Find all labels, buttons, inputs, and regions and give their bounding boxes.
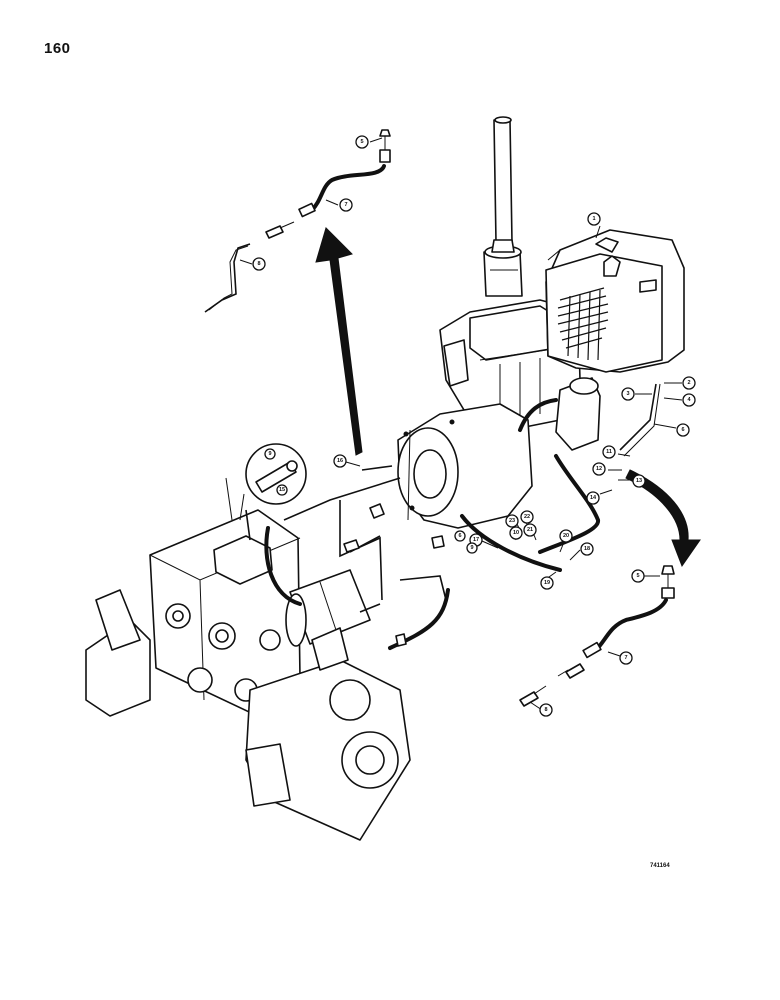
svg-text:11: 11 — [606, 449, 612, 455]
callout-18: 18 — [580, 542, 594, 556]
control-valve — [213, 477, 273, 585]
callout-7-lower: 7 — [619, 651, 633, 665]
svg-text:20: 20 — [563, 533, 569, 539]
callout-19: 19 — [540, 576, 554, 590]
callout-6-lower: 6 — [454, 530, 466, 542]
svg-text:8: 8 — [257, 261, 260, 267]
callout-16: 16 — [333, 454, 347, 468]
radiator-grille — [557, 287, 609, 361]
axle-housing — [85, 589, 411, 841]
svg-text:4: 4 — [687, 397, 691, 403]
callout-22: 22 — [520, 510, 534, 524]
svg-text:19: 19 — [544, 580, 550, 586]
radiator — [545, 229, 685, 373]
callout-5-lower: 5 — [631, 569, 645, 583]
starter-motor — [518, 377, 601, 451]
torque-converter-housing — [397, 403, 533, 529]
arrow-up-to-detail — [315, 227, 363, 456]
svg-text:9: 9 — [470, 545, 473, 551]
callout-9: 9 — [264, 448, 276, 460]
svg-text:14: 14 — [590, 495, 597, 501]
svg-text:7: 7 — [344, 202, 347, 208]
svg-text:23: 23 — [509, 518, 515, 524]
figure-code: 741164 — [650, 863, 670, 869]
filter-canister — [285, 569, 371, 671]
callout-20: 20 — [559, 529, 573, 543]
svg-text:17: 17 — [473, 537, 479, 543]
callout-1: 1 — [587, 212, 601, 226]
callout-15: 15 — [276, 484, 288, 496]
svg-text:1: 1 — [592, 216, 595, 222]
callout-12: 12 — [592, 462, 606, 476]
svg-text:21: 21 — [527, 527, 533, 533]
engine-block — [439, 299, 581, 431]
callout-11: 11 — [602, 445, 616, 459]
svg-text:6: 6 — [681, 427, 684, 433]
inset-detail — [245, 443, 307, 505]
arrow-down-to-detail — [625, 469, 701, 568]
callout-14: 14 — [586, 491, 600, 505]
svg-text:15: 15 — [279, 487, 285, 493]
svg-text:5: 5 — [360, 139, 363, 145]
callout-8: 8 — [252, 257, 266, 271]
svg-text:13: 13 — [636, 478, 642, 484]
leader-lines — [239, 137, 683, 711]
callout-5: 5 — [355, 135, 369, 149]
svg-text:2: 2 — [687, 380, 690, 386]
page-number: 160 — [44, 40, 71, 57]
callout-23: 23 — [505, 514, 519, 528]
svg-text:3: 3 — [626, 391, 629, 397]
svg-text:8: 8 — [544, 707, 547, 713]
callout-13: 13 — [632, 474, 646, 488]
svg-text:22: 22 — [524, 514, 530, 520]
svg-text:9: 9 — [268, 451, 271, 457]
callout-4: 4 — [682, 393, 696, 407]
svg-text:10: 10 — [513, 530, 519, 536]
callout-21: 21 — [523, 523, 537, 537]
svg-text:18: 18 — [584, 546, 590, 552]
callout-7: 7 — [339, 198, 353, 212]
exhaust-stack — [483, 116, 523, 297]
svg-text:7: 7 — [624, 655, 627, 661]
callout-10: 10 — [509, 526, 523, 540]
lower-detail-hose-assembly — [519, 565, 675, 707]
callout-8-lower: 8 — [539, 703, 553, 717]
upper-detail-hose-assembly — [204, 129, 391, 313]
svg-text:16: 16 — [337, 458, 343, 464]
callout-3: 3 — [621, 387, 635, 401]
callout-6: 6 — [676, 423, 690, 437]
svg-text:6: 6 — [458, 533, 461, 539]
svg-text:5: 5 — [636, 573, 639, 579]
callout-2: 2 — [682, 376, 696, 390]
svg-text:12: 12 — [596, 466, 602, 472]
callout-9-lower: 9 — [466, 542, 478, 554]
